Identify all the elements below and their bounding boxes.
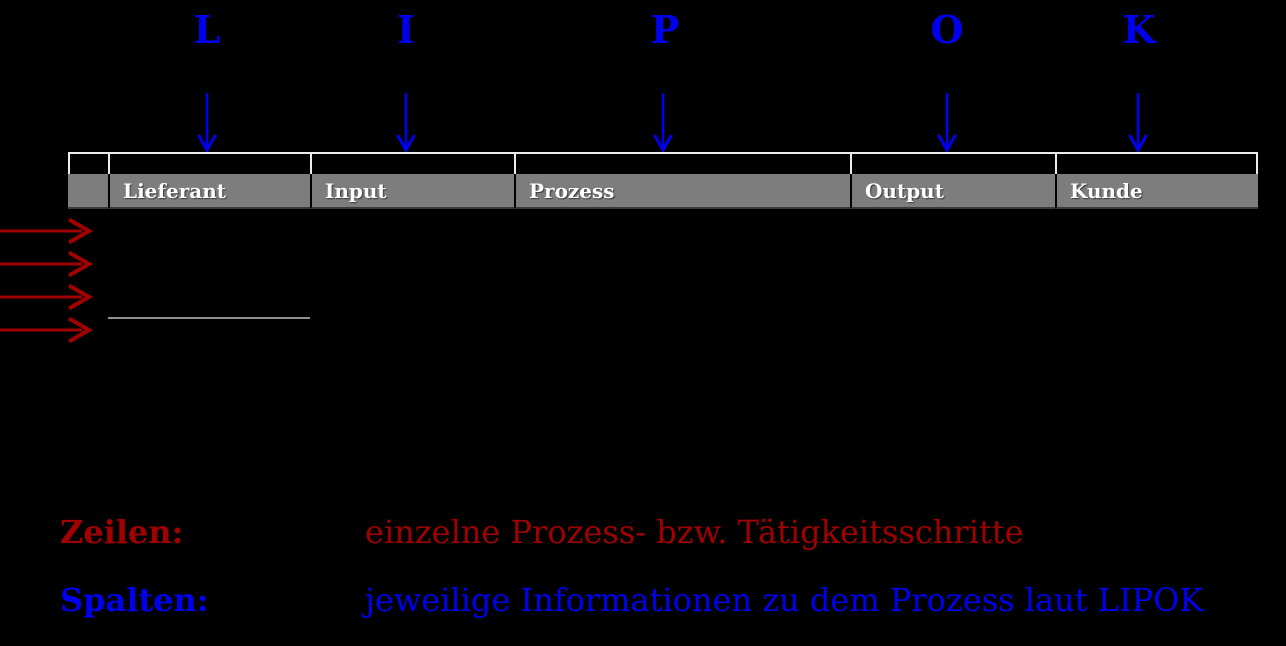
lipok-table: Lieferant Input Prozess Output Kunde [68, 152, 1258, 209]
right-arrow-icon [0, 316, 94, 344]
legend-description-spalten: jeweilige Informationen zu dem Prozess l… [365, 581, 1204, 619]
table-top-cell [850, 152, 1055, 174]
down-arrow-icon [937, 93, 957, 153]
legend-term-spalten: Spalten: [60, 581, 209, 619]
down-arrow-icon [1128, 93, 1148, 153]
table-header-row: Lieferant Input Prozess Output Kunde [68, 174, 1258, 209]
table-top-row [68, 152, 1258, 174]
down-arrow-icon [396, 93, 416, 153]
right-arrow-icon [0, 250, 94, 278]
table-top-cell [108, 152, 310, 174]
table-top-cell [514, 152, 850, 174]
table-top-cell [310, 152, 514, 174]
column-header-prozess: Prozess [514, 174, 850, 209]
column-header-kunde: Kunde [1055, 174, 1258, 209]
acronym-letter-k: K [1122, 7, 1156, 52]
down-arrow-icon [197, 93, 217, 153]
legend-term-zeilen: Zeilen: [60, 513, 184, 551]
acronym-letter-p: P [650, 7, 680, 52]
down-arrow-icon [653, 93, 673, 153]
legend-description-zeilen: einzelne Prozess- bzw. Tätigkeitsschritt… [365, 513, 1024, 551]
acronym-letter-o: O [930, 7, 964, 52]
legend-row-zeilen: Zeilen: einzelne Prozess- bzw. Tätigkeit… [60, 514, 1024, 550]
column-header-lieferant: Lieferant [108, 174, 310, 209]
acronym-letter-i: I [397, 7, 415, 52]
column-header-output: Output [850, 174, 1055, 209]
table-top-cell [1055, 152, 1258, 174]
table-top-cell [68, 152, 108, 174]
row-divider-line [108, 317, 310, 319]
right-arrow-icon [0, 283, 94, 311]
legend-row-spalten: Spalten: jeweilige Informationen zu dem … [60, 582, 1203, 618]
column-header-input: Input [310, 174, 514, 209]
right-arrow-icon [0, 217, 94, 245]
acronym-letter-l: L [193, 7, 221, 52]
column-header-empty [68, 174, 108, 209]
